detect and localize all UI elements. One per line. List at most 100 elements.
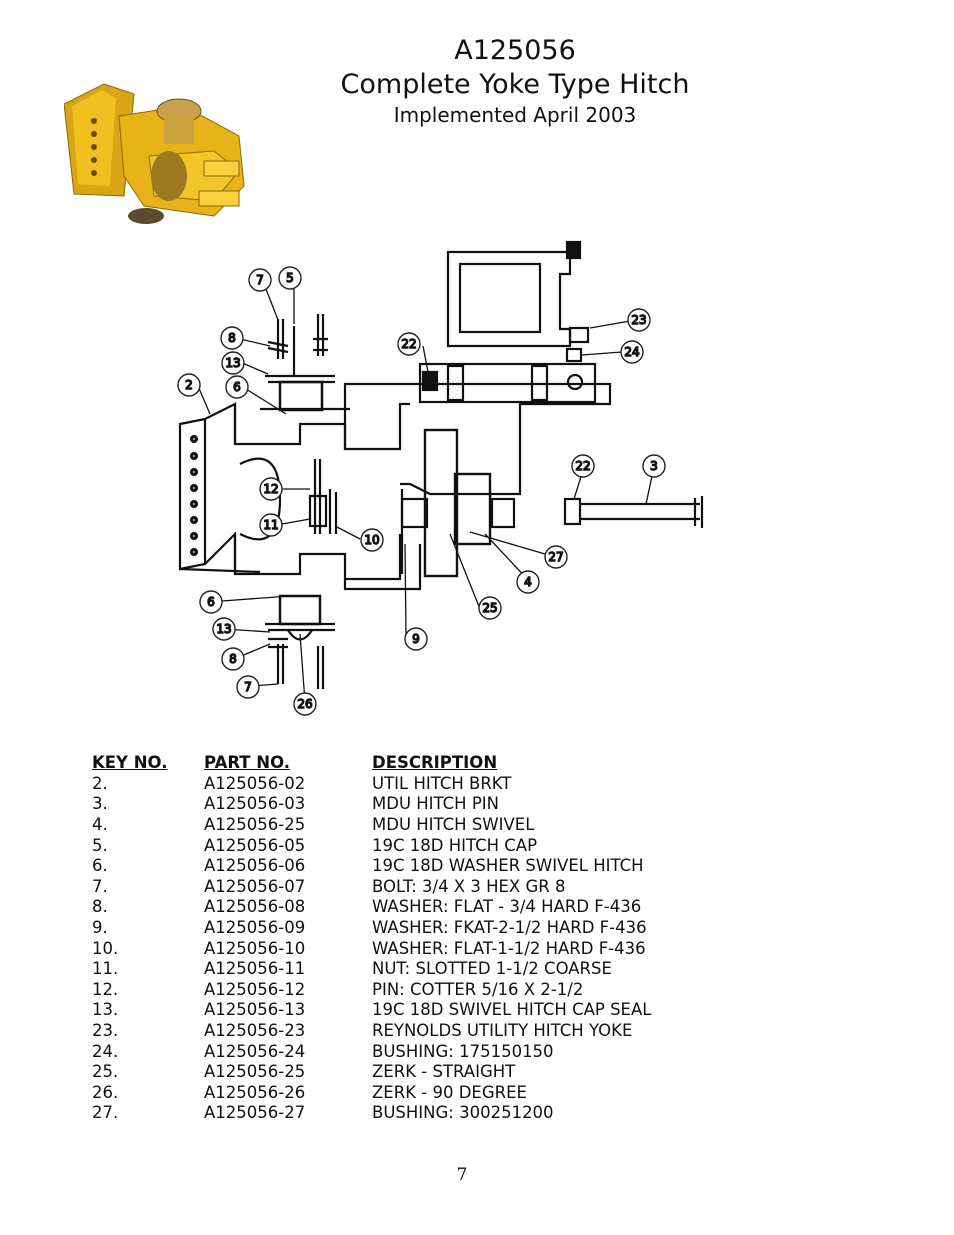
callout-10: 10 <box>360 528 384 552</box>
table-row: 26. A125056-26 ZERK - 90 DEGREE <box>92 1082 672 1103</box>
cell-description: REYNOLDS UTILITY HITCH YOKE <box>372 1020 633 1040</box>
cell-key-no: 12. <box>92 979 119 999</box>
callout-8-lower: 8 <box>221 647 245 671</box>
page-title: Complete Yoke Type Hitch <box>340 69 690 100</box>
callout-22-upper: 22 <box>397 332 421 356</box>
svg-text:3: 3 <box>650 459 658 473</box>
title-block: A125056 Complete Yoke Type Hitch Impleme… <box>270 34 760 128</box>
cell-description: MDU HITCH PIN <box>372 794 499 814</box>
cell-description: NUT: SLOTTED 1-1/2 COARSE <box>372 959 612 979</box>
table-row: 7. A125056-07 BOLT: 3/4 X 3 HEX GR 8 <box>92 876 672 897</box>
cell-part-no: A125056-02 <box>204 773 306 793</box>
cell-description: WASHER: FLAT - 3/4 HARD F-436 <box>372 897 642 917</box>
svg-text:6: 6 <box>207 595 215 609</box>
cell-description: BOLT: 3/4 X 3 HEX GR 8 <box>372 876 566 896</box>
table-header-row: KEY NO. PART NO. DESCRIPTION <box>92 752 672 773</box>
cell-part-no: A125056-03 <box>204 794 306 814</box>
cell-part-no: A125056-10 <box>204 938 306 958</box>
table-row: 25. A125056-25 ZERK - STRAIGHT <box>92 1061 672 1082</box>
callout-7-upper: 7 <box>248 268 272 292</box>
cell-description: 19C 18D WASHER SWIVEL HITCH <box>372 856 644 876</box>
svg-text:5: 5 <box>286 271 294 285</box>
svg-text:7: 7 <box>256 273 264 287</box>
cell-description: ZERK - 90 DEGREE <box>372 1082 527 1102</box>
cell-description: PIN: COTTER 5/16 X 2-1/2 <box>372 979 584 999</box>
callout-27: 27 <box>544 545 568 569</box>
callout-24: 24 <box>620 340 644 364</box>
cell-key-no: 6. <box>92 856 108 876</box>
cell-part-no: A125056-12 <box>204 979 306 999</box>
svg-text:23: 23 <box>631 313 646 327</box>
yellow-yoke-hitch-photo <box>64 83 245 224</box>
cell-description: UTIL HITCH BRKT <box>372 773 512 793</box>
svg-text:24: 24 <box>624 345 639 359</box>
column-header-key: KEY NO. <box>92 753 168 772</box>
svg-text:25: 25 <box>482 601 497 615</box>
svg-text:2: 2 <box>185 378 193 392</box>
cell-key-no: 2. <box>92 773 108 793</box>
callout-3: 3 <box>642 454 666 478</box>
column-header-part: PART NO. <box>204 753 291 772</box>
table-row: 12. A125056-12 PIN: COTTER 5/16 X 2-1/2 <box>92 979 672 1000</box>
cell-key-no: 25. <box>92 1062 119 1082</box>
svg-text:8: 8 <box>229 652 237 666</box>
svg-text:4: 4 <box>524 575 532 589</box>
callout-26: 26 <box>293 692 317 716</box>
cell-description: WASHER: FKAT-2-1/2 HARD F-436 <box>372 917 647 937</box>
cell-key-no: 7. <box>92 876 108 896</box>
cell-key-no: 27. <box>92 1103 119 1123</box>
cell-key-no: 13. <box>92 1000 119 1020</box>
column-header-description: DESCRIPTION <box>372 753 498 772</box>
callout-13-upper: 13 <box>221 351 245 375</box>
parts-table: KEY NO. PART NO. DESCRIPTION 2. A125056-0… <box>92 752 672 1123</box>
cell-part-no: A125056-26 <box>204 1082 306 1102</box>
cell-part-no: A125056-07 <box>204 876 306 896</box>
cell-part-no: A125056-25 <box>204 1062 306 1082</box>
cell-key-no: 5. <box>92 835 108 855</box>
svg-text:9: 9 <box>412 632 420 646</box>
svg-text:13: 13 <box>225 356 240 370</box>
svg-text:12: 12 <box>263 482 278 496</box>
callout-22-lower: 22 <box>571 454 595 478</box>
cell-description: 19C 18D SWIVEL HITCH CAP SEAL <box>372 1000 652 1020</box>
callout-9: 9 <box>404 627 428 651</box>
callout-23: 23 <box>627 308 651 332</box>
cell-key-no: 3. <box>92 794 108 814</box>
table-row: 8. A125056-08 WASHER: FLAT - 3/4 HARD F-43… <box>92 897 672 918</box>
cell-part-no: A125056-09 <box>204 917 306 937</box>
cell-description: 19C 18D HITCH CAP <box>372 835 538 855</box>
cell-description: ZERK - STRAIGHT <box>372 1062 516 1082</box>
cell-key-no: 26. <box>92 1082 119 1102</box>
callout-2: 2 <box>177 373 201 397</box>
cell-key-no: 11. <box>92 959 119 979</box>
callout-11: 11 <box>259 513 283 537</box>
svg-text:26: 26 <box>297 697 312 711</box>
svg-text:11: 11 <box>263 518 278 532</box>
cell-part-no: A125056-08 <box>204 897 306 917</box>
svg-text:22: 22 <box>575 459 590 473</box>
callout-12: 12 <box>259 477 283 501</box>
callout-7-lower: 7 <box>236 675 260 699</box>
cell-part-no: A125056-23 <box>204 1020 306 1040</box>
cell-description: BUSHING: 175150150 <box>372 1041 554 1061</box>
page-subtitle: Implemented April 2003 <box>393 103 637 127</box>
svg-text:13: 13 <box>216 622 231 636</box>
table-row: 23. A125056-23 REYNOLDS UTILITY HITCH YOKE <box>92 1020 672 1041</box>
cell-key-no: 4. <box>92 814 108 834</box>
cell-key-no: 8. <box>92 897 108 917</box>
callout-13-lower: 13 <box>212 617 236 641</box>
table-row: 3. A125056-03 MDU HITCH PIN <box>92 794 672 815</box>
cell-part-no: A125056-27 <box>204 1103 306 1123</box>
cell-key-no: 24. <box>92 1041 119 1061</box>
cell-key-no: 23. <box>92 1020 119 1040</box>
svg-text:22: 22 <box>401 337 416 351</box>
callout-6-lower: 6 <box>199 590 223 614</box>
cell-key-no: 10. <box>92 938 119 958</box>
